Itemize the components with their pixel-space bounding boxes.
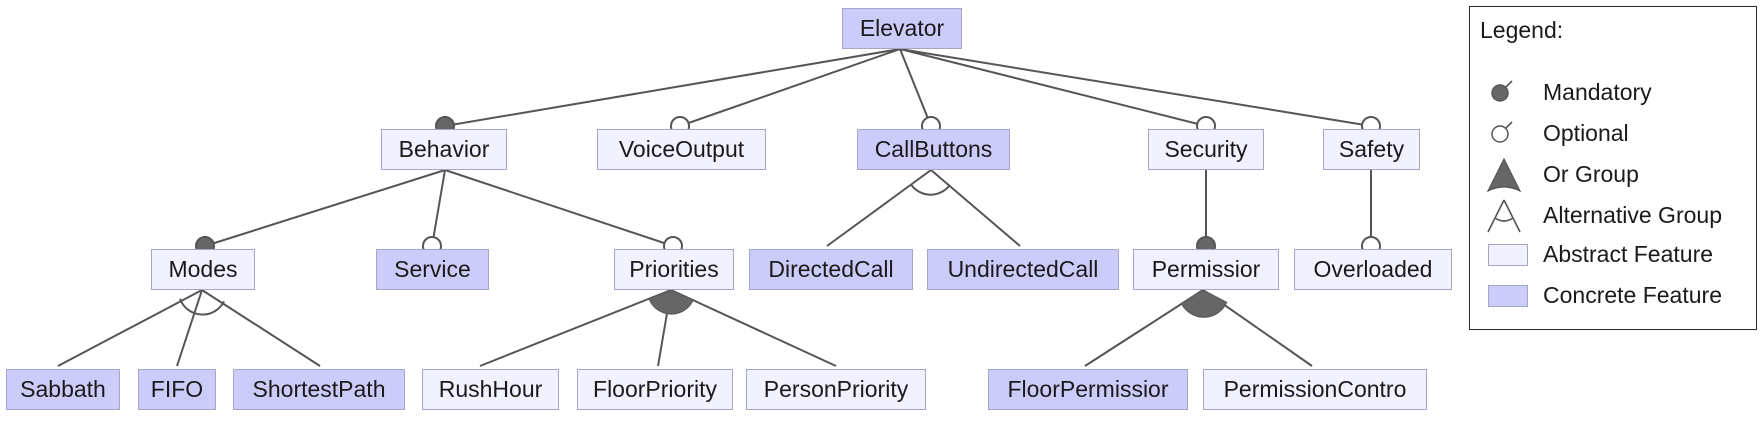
feature-modes: Modes [151, 249, 255, 290]
feature-floor-permission: FloorPermissior [988, 369, 1188, 410]
legend-item-or-group: Or Group [1470, 157, 1756, 193]
edge-elevator-behavior [444, 48, 901, 127]
legend-item-concrete: Concrete Feature [1470, 278, 1756, 314]
feature-directed-call: DirectedCall [749, 249, 913, 290]
feature-safety: Safety [1323, 129, 1420, 170]
legend-title: Legend: [1480, 17, 1564, 43]
feature-elevator: Elevator [842, 8, 962, 49]
edge-callbuttons-directedcall [826, 169, 932, 247]
legend: Legend: Mandatory Optional Or Group Alte… [1469, 6, 1757, 330]
legend-label-optional: Optional [1543, 120, 1629, 146]
or-group-icon [1486, 157, 1522, 193]
feature-priorities: Priorities [614, 249, 734, 290]
abstract-swatch [1488, 244, 1528, 266]
feature-person-priority: PersonPriority [746, 369, 926, 410]
legend-label-alternative-group: Alternative Group [1543, 202, 1722, 228]
feature-shortest-path: ShortestPath [233, 369, 405, 410]
legend-label-or-group: Or Group [1543, 161, 1639, 187]
legend-item-mandatory: Mandatory [1470, 75, 1756, 111]
edge-callbuttons-undirectedcall [930, 169, 1021, 247]
concrete-swatch [1488, 285, 1528, 307]
alternative-group-arc-callbuttons [910, 183, 951, 196]
feature-service: Service [376, 249, 489, 290]
edge-priorities-rushhour [479, 289, 672, 367]
feature-undirected-call: UndirectedCall [927, 249, 1119, 290]
legend-label-mandatory: Mandatory [1543, 79, 1652, 105]
edge-modes-sabbath [57, 289, 203, 367]
edge-modes-fifo [176, 289, 203, 367]
edge-elevator-voiceoutput [679, 48, 901, 127]
optional-icon [1491, 121, 1513, 143]
feature-permission: Permissior [1133, 249, 1279, 290]
feature-floor-priority: FloorPriority [577, 369, 733, 410]
edge-modes-shortestpath [201, 289, 321, 367]
feature-security: Security [1148, 129, 1264, 170]
mandatory-icon [1491, 80, 1513, 102]
edge-elevator-callbuttons [899, 48, 932, 127]
feature-behavior: Behavior [381, 129, 507, 170]
edge-behavior-modes [204, 169, 446, 247]
edge-behavior-priorities [444, 169, 674, 247]
or-group-arc-permission [1180, 289, 1228, 318]
feature-rush-hour: RushHour [422, 369, 559, 410]
feature-call-buttons: CallButtons [857, 129, 1010, 170]
legend-item-abstract: Abstract Feature [1470, 237, 1756, 273]
feature-permission-control: PermissionContro [1203, 369, 1427, 410]
edge-elevator-security [899, 48, 1207, 127]
or-group-arc-priorities [648, 289, 695, 315]
edge-priorities-personpriority [670, 289, 837, 367]
edge-elevator-safety [899, 48, 1372, 127]
edge-behavior-service [431, 169, 446, 247]
alternative-group-arc-modes [179, 298, 225, 316]
feature-overloaded: Overloaded [1294, 249, 1452, 290]
legend-label-abstract: Abstract Feature [1543, 241, 1714, 267]
legend-item-optional: Optional [1470, 116, 1756, 152]
alternative-group-icon [1487, 199, 1521, 233]
feature-voice-output: VoiceOutput [597, 129, 766, 170]
feature-sabbath: Sabbath [6, 369, 120, 410]
feature-fifo: FIFO [138, 369, 216, 410]
legend-label-concrete: Concrete Feature [1543, 282, 1722, 308]
legend-item-alternative-group: Alternative Group [1470, 198, 1756, 234]
